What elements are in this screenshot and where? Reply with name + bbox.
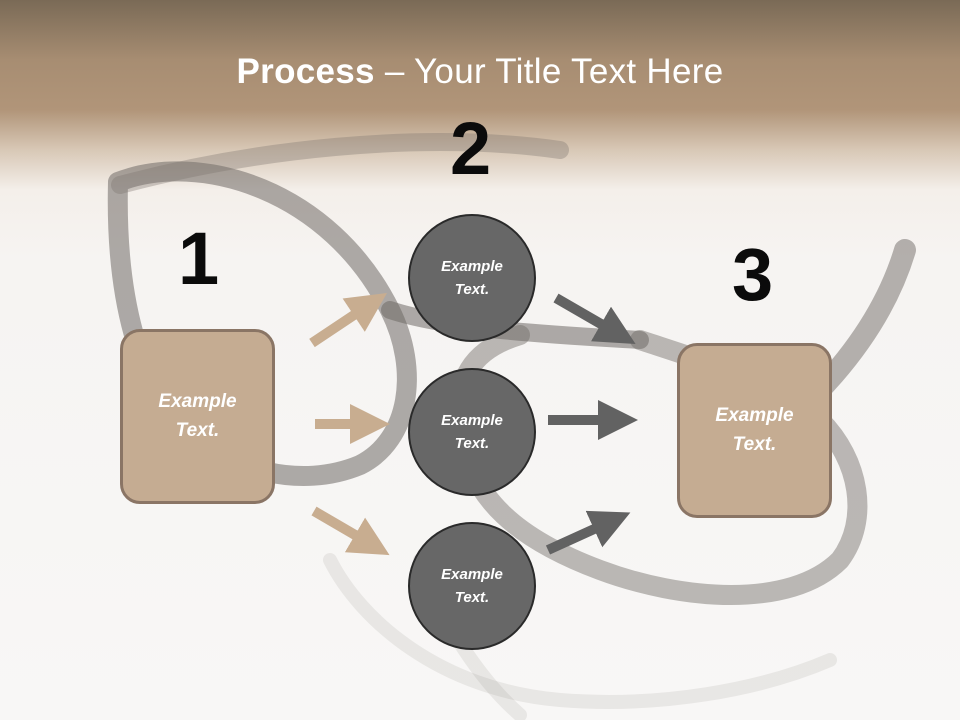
- circle-2-text: Example Text.: [441, 411, 503, 452]
- step-box-1-text: Example Text.: [158, 391, 237, 441]
- circle-1-text: Example Text.: [441, 257, 503, 298]
- arrow-circle1-to-box3: [553, 293, 636, 345]
- circle-3: Example Text.: [408, 522, 536, 650]
- step-number-3: 3: [732, 233, 774, 316]
- slide-title: Process – Your Title Text Here: [0, 52, 960, 92]
- arrow-circle3-to-box3: [545, 510, 631, 555]
- circle-3-text: Example Text.: [441, 565, 503, 606]
- arrow-box1-to-circle3: [311, 506, 390, 556]
- circle-1: Example Text.: [408, 214, 536, 342]
- step-box-3: Example Text.: [677, 343, 832, 518]
- step-box-1: Example Text.: [120, 329, 275, 504]
- arrow-box1-to-circle1: [309, 293, 387, 348]
- step-number-2: 2: [450, 107, 492, 190]
- circle-2: Example Text.: [408, 368, 536, 496]
- step-number-1: 1: [178, 217, 220, 300]
- title-rest: – Your Title Text Here: [374, 52, 724, 91]
- title-bold: Process: [236, 52, 375, 91]
- step-box-3-text: Example Text.: [715, 405, 794, 455]
